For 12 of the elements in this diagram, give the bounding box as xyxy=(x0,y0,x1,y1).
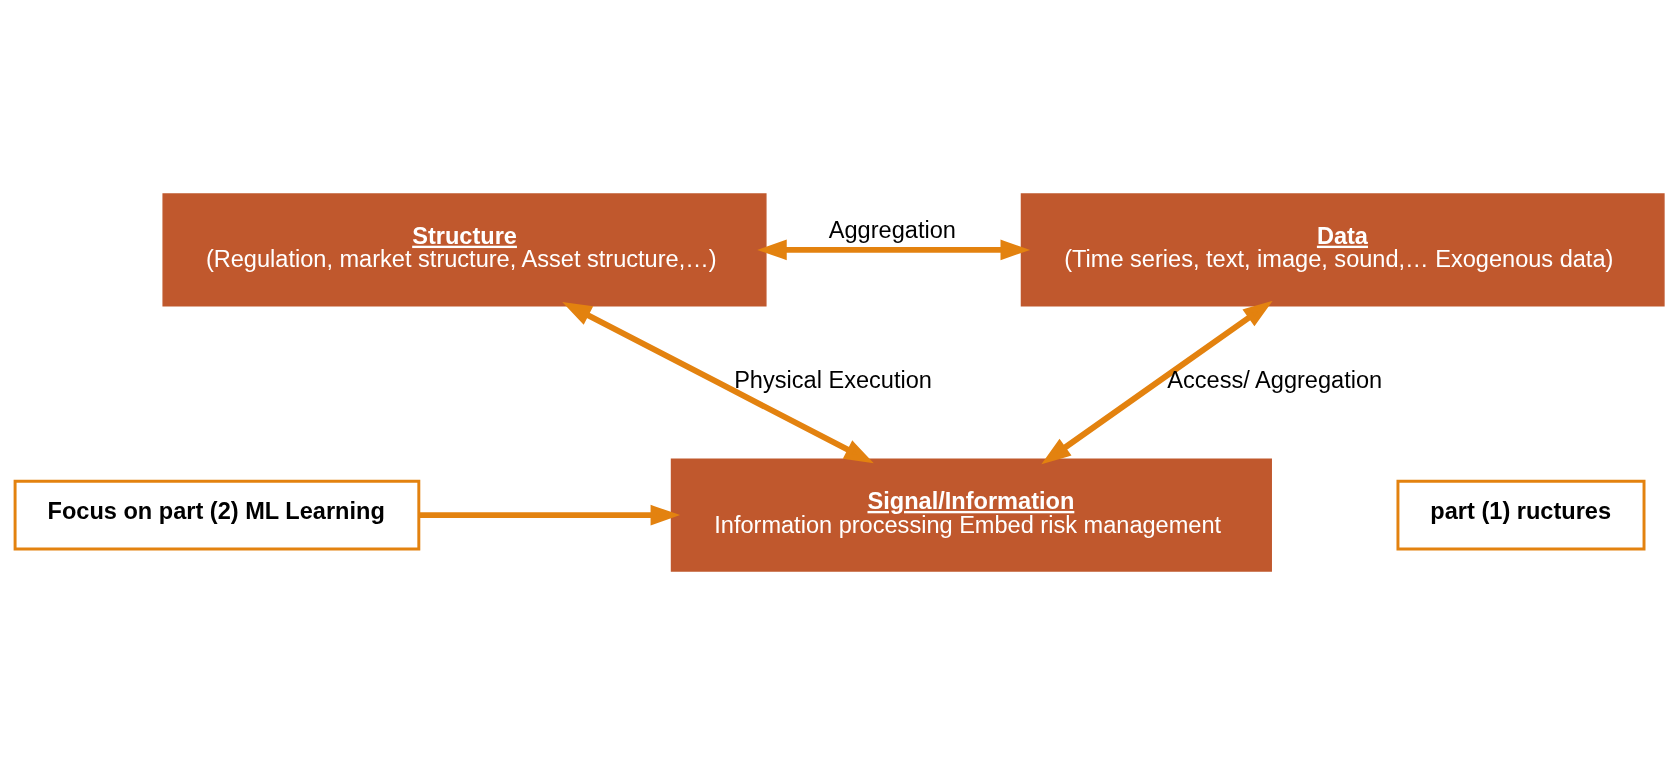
node-box: Focus on part (2) ML Learning xyxy=(13,479,421,551)
edge-label: Access/ Aggregation xyxy=(1167,367,1383,394)
arrow xyxy=(419,504,681,526)
edge-label: Aggregation xyxy=(828,216,956,243)
edge-label: Physical Execution xyxy=(734,367,932,394)
node-box: Structure (Regulation, market structure, Asset structure,…) xyxy=(162,193,767,307)
arrow xyxy=(562,301,874,464)
node-box: part (1) ructures xyxy=(1396,479,1646,551)
node-box: Signal/Information Information processing Embed risk management xyxy=(670,458,1272,572)
arrow xyxy=(1041,300,1273,465)
arrow xyxy=(757,239,1031,261)
node-box: Data (Time series, text, image, sound,… Exogenous data) xyxy=(1020,193,1665,307)
